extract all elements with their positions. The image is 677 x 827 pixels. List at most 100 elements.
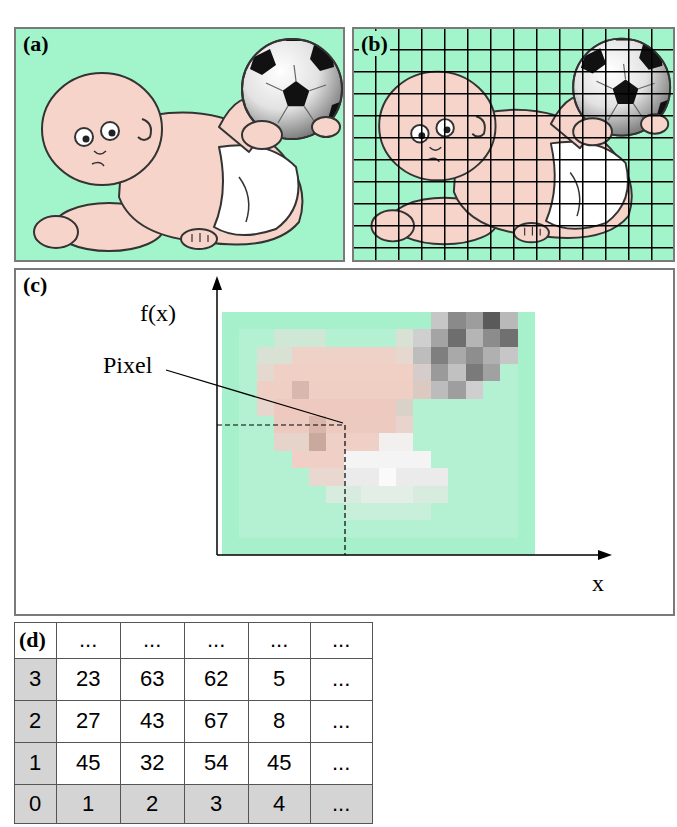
table-cell-value: 8 bbox=[273, 708, 285, 733]
pixel-mosaic bbox=[257, 347, 292, 364]
pixel-mosaic bbox=[239, 329, 517, 537]
pixel-mosaic bbox=[292, 451, 344, 468]
table-shading bbox=[14, 658, 56, 824]
pixel-mosaic bbox=[448, 364, 465, 381]
axis-label: f(x) bbox=[140, 300, 176, 328]
table-cell-value: ... bbox=[207, 627, 225, 652]
table-cell-value: ... bbox=[79, 627, 97, 652]
table-cell-value: 3 bbox=[29, 666, 41, 691]
table-cell-value: 45 bbox=[76, 750, 100, 775]
table-grid bbox=[14, 623, 373, 824]
panel-letter: (b) bbox=[359, 31, 390, 56]
pixel-mosaic bbox=[466, 312, 483, 329]
pixel-mosaic bbox=[431, 329, 448, 346]
table-shading bbox=[14, 658, 373, 824]
pixel-mosaic bbox=[309, 468, 344, 485]
pixel-mosaic bbox=[257, 364, 274, 381]
table-cell-value: 1 bbox=[29, 750, 41, 775]
pixel-mosaic bbox=[292, 381, 309, 398]
pixel-mosaic bbox=[500, 329, 517, 346]
pixel-mosaic bbox=[379, 468, 396, 485]
pixel-mosaic bbox=[396, 416, 413, 433]
table-cell-value: ... bbox=[332, 666, 350, 691]
leader-line bbox=[166, 370, 343, 423]
panel-letter: (d) bbox=[17, 627, 48, 652]
pixel-mosaic bbox=[326, 433, 378, 450]
table-shading bbox=[56, 784, 373, 824]
table-grid bbox=[14, 622, 373, 824]
axis bbox=[212, 276, 222, 290]
pixel-mosaic bbox=[448, 381, 465, 398]
pixel-mosaic bbox=[466, 347, 483, 364]
grid-panel: (b) bbox=[352, 27, 675, 262]
baby-drawing bbox=[34, 31, 350, 251]
axis bbox=[217, 554, 602, 556]
pixel-mosaic bbox=[413, 364, 430, 381]
pixel-mosaic bbox=[448, 347, 465, 364]
pixel-guide bbox=[344, 425, 345, 555]
panel-letter: (a) bbox=[21, 31, 51, 56]
pixel-mosaic bbox=[448, 312, 465, 329]
panel-letter: (c) bbox=[21, 272, 49, 297]
pixel-mosaic bbox=[222, 312, 535, 555]
pixel-mosaic bbox=[413, 347, 430, 364]
pixel-mosaic bbox=[257, 381, 414, 398]
axis bbox=[598, 550, 612, 560]
pixel-mosaic bbox=[361, 486, 413, 503]
pixel-mosaic bbox=[222, 312, 535, 555]
pixel-mosaic bbox=[396, 329, 413, 346]
pixel-mosaic bbox=[466, 381, 483, 398]
pixel-mosaic bbox=[448, 329, 465, 346]
pixel-mosaic bbox=[431, 312, 448, 329]
pixel-mosaic bbox=[466, 364, 483, 381]
axis bbox=[212, 276, 612, 560]
table-cell-value: 67 bbox=[204, 708, 228, 733]
table-cell-value: 43 bbox=[140, 708, 164, 733]
table-cell-value: 2 bbox=[146, 791, 158, 816]
pixel-mosaic bbox=[274, 433, 309, 450]
pixel-mosaic bbox=[431, 347, 448, 364]
callout-label: Pixel bbox=[103, 352, 152, 380]
table-cell-value: 23 bbox=[76, 666, 100, 691]
pixel-mosaic bbox=[309, 433, 326, 450]
table-cell-value: 45 bbox=[267, 750, 291, 775]
image-panel: (a) bbox=[14, 27, 345, 262]
pixel-mosaic bbox=[500, 312, 517, 329]
pixel-mosaic bbox=[500, 347, 517, 364]
table-cell-value: 54 bbox=[204, 750, 228, 775]
table-cell-value: ... bbox=[332, 750, 350, 775]
table-cell-value: 1 bbox=[82, 791, 94, 816]
pixel-table: (d) bbox=[14, 622, 373, 824]
pixel-guide bbox=[217, 425, 345, 555]
pixel-mosaic bbox=[483, 312, 500, 329]
axis-label: x bbox=[592, 570, 604, 598]
pixel-mosaic bbox=[396, 399, 413, 416]
axis bbox=[216, 286, 218, 555]
table-cell-value: ... bbox=[332, 627, 350, 652]
table-cell-value: 63 bbox=[140, 666, 164, 691]
table-cell-value: 27 bbox=[76, 708, 100, 733]
table-cell-value: 62 bbox=[204, 666, 228, 691]
table-cell-value: ... bbox=[332, 708, 350, 733]
pixel-mosaic bbox=[483, 329, 500, 346]
table-cell-value: 0 bbox=[29, 791, 41, 816]
pixel-mosaic bbox=[396, 347, 413, 364]
pixel-mosaic bbox=[344, 503, 431, 520]
pixel-mosaic bbox=[431, 364, 448, 381]
table-cell-value: 3 bbox=[210, 791, 222, 816]
pixel-mosaic bbox=[413, 381, 430, 398]
pixel-mosaic bbox=[483, 347, 500, 364]
pixel-mosaic bbox=[344, 451, 431, 468]
pixel-mosaic bbox=[483, 364, 500, 381]
table-grid bbox=[15, 622, 373, 824]
table-cell-value: 5 bbox=[273, 666, 285, 691]
table-cell-value: ... bbox=[143, 627, 161, 652]
pixel-mosaic bbox=[431, 381, 448, 398]
table-cell-value: 32 bbox=[140, 750, 164, 775]
pixel-mosaic bbox=[379, 433, 414, 450]
pixel-mosaic bbox=[274, 364, 413, 381]
pixel-mosaic bbox=[466, 329, 483, 346]
pixel-mosaic bbox=[274, 329, 326, 346]
